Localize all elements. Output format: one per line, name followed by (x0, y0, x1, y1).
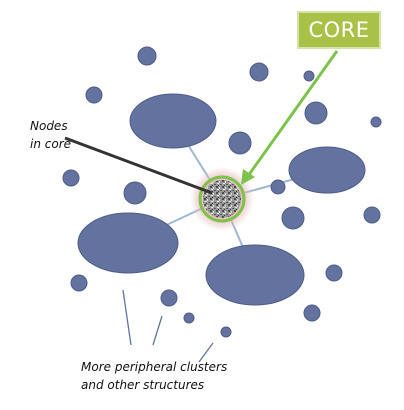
small-node (228, 131, 252, 155)
small-node (303, 304, 321, 322)
nodes-in-core-line-1: Nodes (30, 119, 68, 133)
small-node (325, 264, 343, 282)
small-node (70, 274, 88, 292)
core-arrow (241, 50, 339, 185)
core-label: CORE (297, 11, 381, 49)
small-node (137, 46, 157, 66)
nodes-in-core-line-2: in core (30, 137, 72, 151)
core-node (190, 167, 254, 231)
small-node (270, 179, 286, 195)
cluster-ellipse (288, 146, 366, 194)
small-node (370, 116, 382, 128)
peripheral-annotation: More peripheral clusters and other struc… (81, 358, 227, 394)
pointer-line-3 (198, 342, 214, 363)
cluster-ellipse (205, 244, 305, 306)
small-node (303, 70, 315, 82)
small-node (281, 206, 305, 230)
core-ring (198, 175, 246, 223)
small-node (183, 312, 195, 324)
small-node (160, 289, 178, 307)
peripheral-line-2: and other structures (81, 378, 205, 392)
pointer-line-1 (122, 289, 132, 346)
small-node (249, 62, 269, 82)
small-node (304, 101, 328, 125)
small-node (123, 181, 147, 205)
nodes-pointer-line (64, 136, 213, 195)
nodes-in-core-annotation: Nodes in core (30, 117, 71, 153)
core-granite-icon (203, 180, 241, 218)
small-node (220, 326, 232, 338)
small-nodes (62, 46, 382, 338)
peripheral-line-1: More peripheral clusters (81, 360, 228, 374)
small-node (85, 86, 103, 104)
pointer-line-2 (152, 315, 163, 346)
large-clusters (77, 93, 366, 306)
small-node (62, 169, 80, 187)
cluster-ellipse (77, 212, 179, 274)
small-node (363, 206, 381, 224)
cluster-ellipse (129, 93, 217, 149)
peripheral-pointer-lines (122, 289, 214, 363)
